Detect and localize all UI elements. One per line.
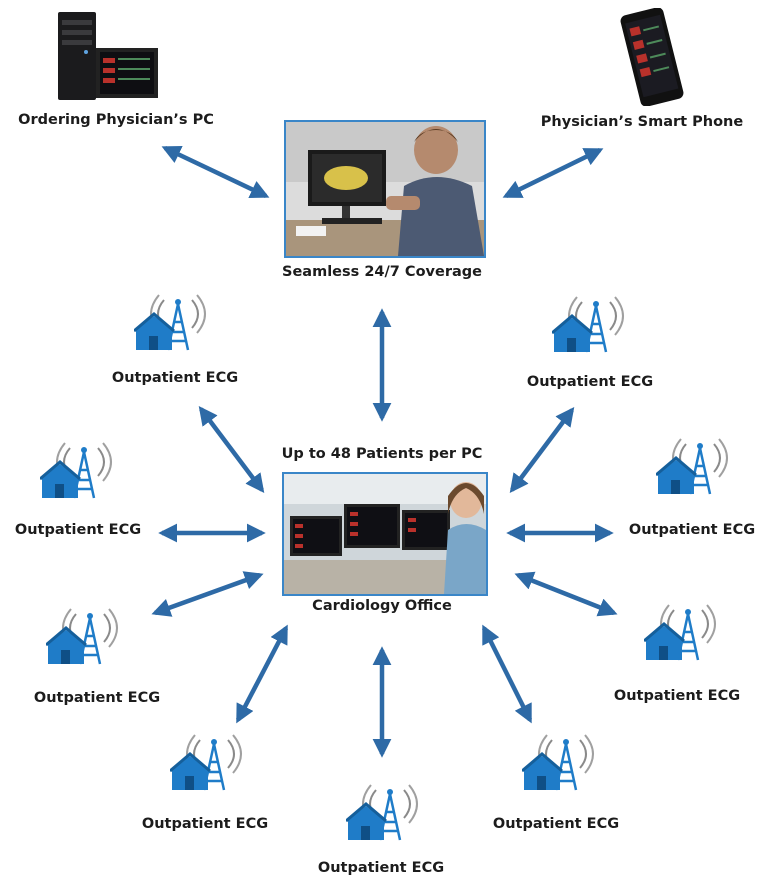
outpatient-ecg-label: Outpatient ECG bbox=[111, 370, 239, 386]
arrow-ecg-ul-to-cardiology bbox=[198, 405, 265, 494]
outpatient-ecg-label: Outpatient ECG bbox=[526, 374, 654, 390]
house-antenna-icon bbox=[345, 780, 426, 842]
outpatient-ecg-label: Outpatient ECG bbox=[33, 690, 161, 706]
house-antenna-icon bbox=[655, 434, 736, 496]
ordering-physician-pc-label: Ordering Physician’s PC bbox=[18, 112, 214, 128]
capacity-label: Up to 48 Patients per PC bbox=[281, 446, 483, 462]
outpatient-ecg-label: Outpatient ECG bbox=[492, 816, 620, 832]
outpatient-ecg-label: Outpatient ECG bbox=[628, 522, 756, 538]
coverage-photo bbox=[284, 120, 486, 258]
cardiology-office-label: Cardiology Office bbox=[312, 598, 452, 614]
house-antenna-icon bbox=[521, 730, 602, 792]
house-antenna-icon bbox=[551, 292, 632, 354]
house-antenna-icon bbox=[45, 604, 126, 666]
arrow-ecg-br-to-cardiology bbox=[481, 624, 533, 724]
house-antenna-icon bbox=[169, 730, 250, 792]
arrow-ecg-bl-to-cardiology bbox=[236, 624, 288, 724]
smart-phone-image bbox=[612, 7, 692, 107]
outpatient-ecg-label: Outpatient ECG bbox=[141, 816, 269, 832]
arrow-ecg-ur-to-cardiology bbox=[509, 406, 575, 494]
coverage-label: Seamless 24/7 Coverage bbox=[282, 264, 482, 280]
house-antenna-icon bbox=[643, 600, 724, 662]
cardiology-office-photo bbox=[282, 472, 488, 596]
house-antenna-icon bbox=[39, 438, 120, 500]
arrow-ecg-lr-to-cardiology bbox=[514, 571, 618, 617]
house-antenna-icon bbox=[133, 290, 214, 352]
outpatient-ecg-label: Outpatient ECG bbox=[613, 688, 741, 704]
arrow-pc-to-coverage bbox=[161, 145, 270, 199]
arrow-ecg-ll-to-cardiology bbox=[151, 571, 264, 617]
outpatient-ecg-label: Outpatient ECG bbox=[317, 860, 445, 876]
server-pc-image bbox=[56, 8, 160, 102]
physician-smart-phone-label: Physician’s Smart Phone bbox=[540, 114, 744, 130]
arrow-phone-to-coverage bbox=[502, 147, 604, 199]
outpatient-ecg-label: Outpatient ECG bbox=[14, 522, 142, 538]
